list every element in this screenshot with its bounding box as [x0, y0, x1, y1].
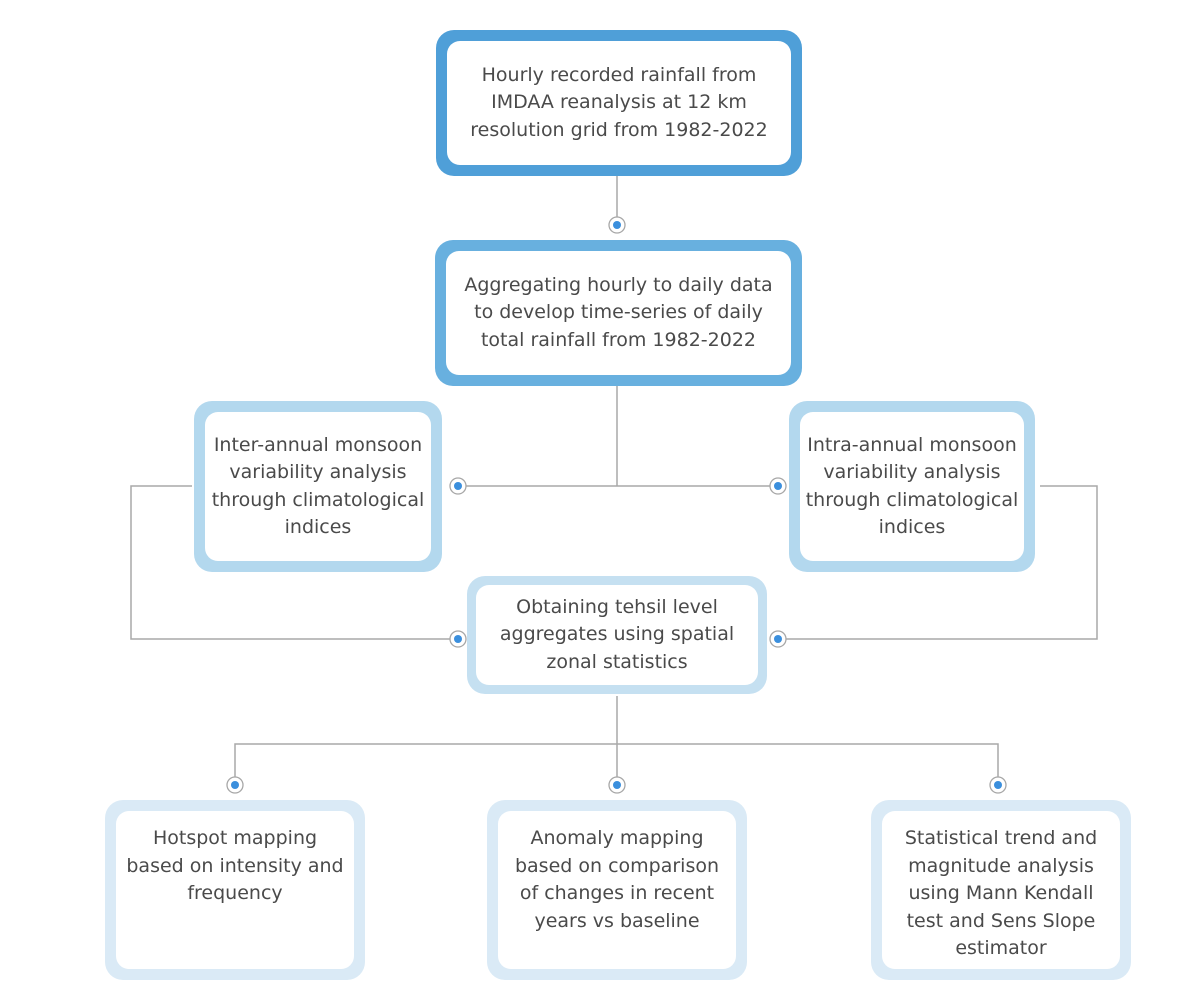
node-tehsil-text: Obtaining tehsil level aggregates using … — [499, 595, 735, 673]
node-anomaly: Anomaly mapping based on comparison of c… — [487, 800, 747, 980]
connector-dot — [769, 630, 787, 648]
node-trend: Statistical trend and magnitude analysis… — [871, 800, 1131, 980]
connector-dot — [449, 630, 467, 648]
node-hotspot-text: Hotspot mapping based on intensity and f… — [126, 827, 344, 904]
connector-aggregate-to-branches — [464, 386, 772, 487]
node-source-text: Hourly recorded rainfall from IMDAA rean… — [470, 63, 768, 141]
node-source: Hourly recorded rainfall from IMDAA rean… — [436, 30, 802, 176]
connector-inter-to-tehsil — [130, 485, 451, 640]
connector-dot — [769, 477, 787, 495]
node-anomaly-text: Anomaly mapping based on comparison of c… — [514, 827, 720, 932]
connector-dot — [226, 776, 244, 794]
node-inter-annual: Inter-annual monsoon variability analysi… — [194, 401, 442, 572]
node-intra-annual-text: Intra-annual monsoon variability analysi… — [805, 433, 1019, 539]
connector-dot — [449, 477, 467, 495]
node-hotspot: Hotspot mapping based on intensity and f… — [105, 800, 365, 980]
connector-dot — [989, 776, 1007, 794]
connector-intra-to-tehsil — [784, 485, 1098, 640]
node-aggregate-text: Aggregating hourly to daily data to deve… — [464, 273, 773, 351]
node-inter-annual-text: Inter-annual monsoon variability analysi… — [211, 433, 425, 539]
node-tehsil: Obtaining tehsil level aggregates using … — [467, 576, 767, 694]
node-aggregate: Aggregating hourly to daily data to deve… — [435, 240, 802, 386]
connector-tehsil-to-outputs — [234, 696, 999, 778]
node-intra-annual: Intra-annual monsoon variability analysi… — [789, 401, 1035, 572]
connector-dot — [608, 776, 626, 794]
connector-dot — [608, 216, 626, 234]
node-trend-text: Statistical trend and magnitude analysis… — [904, 827, 1098, 959]
